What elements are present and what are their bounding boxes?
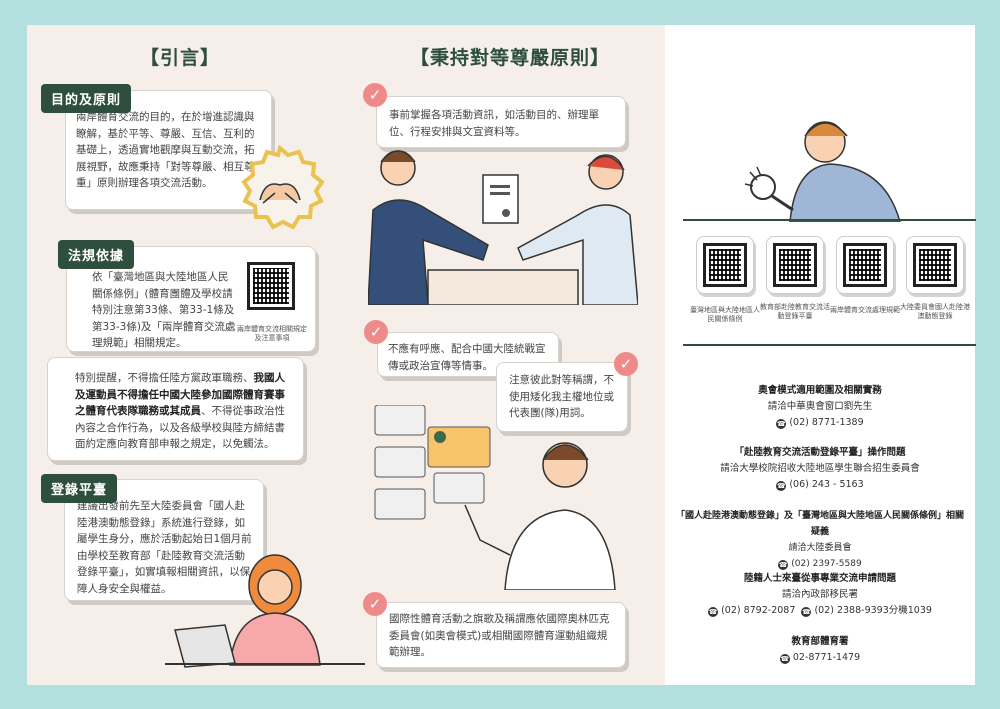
point4-card: 國際性體育活動之旗歌及稱謂應依國際奧林匹克委員會(如奧會模式)或相關國際體育運動…: [376, 602, 626, 668]
magnifier-illustration: [744, 121, 901, 222]
contact-phones[interactable]: ☎(02) 8792-2087 ☎(02) 2388-9393分機1039: [708, 605, 932, 617]
qr-caption-2: 教育部赴陸教育交流活動登錄平臺: [760, 303, 830, 320]
handshake-illustration: [368, 150, 638, 305]
intro-heading: 【引言】: [140, 47, 221, 69]
purpose-tag: 目的及原則: [41, 84, 132, 113]
qr-code[interactable]: [773, 243, 817, 287]
qr-caption-4: 大陸委員會國人赴陸港澳動態登錄: [900, 303, 970, 320]
qr-card-1[interactable]: [696, 236, 754, 294]
contact-block-4: 陸籍人士來臺從事專業交流申請問題 請洽內政部移民署 ☎(02) 8792-208…: [680, 571, 960, 619]
qr-code[interactable]: [913, 243, 957, 287]
woman-laptop-illustration: [165, 554, 365, 668]
contact-phone[interactable]: ☎(02) 2397-5589: [778, 559, 862, 570]
regulation-text: 依「臺灣地區與大陸地區人民關係條例」(體育團體及學校請特別注意第33條、第33-…: [92, 271, 236, 349]
contact-phone[interactable]: ☎(02) 8771-1389: [776, 417, 864, 429]
contact-title: 陸籍人士來臺從事專業交流申請問題: [743, 573, 896, 584]
phone-icon: ☎: [778, 560, 789, 570]
contact-block-1: 奧會模式適用範圍及相關實務 請洽中華奧會窗口劉先生 ☎(02) 8771-138…: [680, 383, 960, 431]
handshake-seal-illustration: [241, 145, 325, 230]
reminder-text-pre: 特別提醒，不得擔任陸方黨政軍職務、: [75, 372, 254, 384]
point2-text: 不應有呼應、配合中國大陸統戰宣傳或政治宣傳等情事。: [388, 343, 546, 372]
contact-org: 請洽中華奧會窗口劉先生: [767, 401, 873, 412]
check-icon: ✓: [363, 83, 387, 107]
contact-org: 請洽內政部移民署: [781, 589, 858, 600]
contact-phone[interactable]: ☎(06) 243 - 5163: [776, 479, 864, 491]
point3-text: 注意彼此對等稱謂，不使用矮化我主權地位或代表團(隊)用詞。: [509, 374, 614, 419]
point2-card: 不應有呼應、配合中國大陸統戰宣傳或政治宣傳等情事。: [377, 332, 559, 377]
purpose-text: 兩岸體育交流的目的，在於增進認識與瞭解，基於平等、尊嚴、互信、互利的基礎上，透過…: [76, 111, 255, 189]
contact-title: 奧會模式適用範圍及相關實務: [758, 385, 882, 396]
reminder-text-bold: 我國人及運動員不得擔任中國大陸參加國際體育賽事之體育代表隊職務或其成員: [75, 372, 285, 417]
contact-title: 「國人赴陸港澳動態登錄」及「臺灣地區與大陸地區人民關係條例」相關疑義: [675, 511, 964, 537]
contact-block-3: 「國人赴陸港澳動態登錄」及「臺灣地區與大陸地區人民關係條例」相關疑義 請洽大陸委…: [672, 508, 968, 572]
check-icon: ✓: [363, 592, 387, 616]
qr-code[interactable]: [843, 243, 887, 287]
phone-icon: ☎: [801, 607, 812, 617]
reminder-text-post: 、不得從事政治性內容之合作行為，以及各級學校與陸方締結書面約定應向教育部申報之規…: [75, 405, 285, 450]
man-choosing-illustration: [374, 405, 616, 590]
contact-title: 教育部體育署: [791, 636, 849, 647]
regulation-qr-caption: 兩岸體育交流相關規定及注意事項: [237, 325, 307, 342]
point4-text: 國際性體育活動之旗歌及稱謂應依國際奧林匹克委員會(如奧會模式)或相關國際體育運動…: [389, 613, 610, 658]
check-icon: ✓: [364, 320, 388, 344]
reminder-card: 特別提醒，不得擔任陸方黨政軍職務、我國人及運動員不得擔任中國大陸參加國際體育賽事…: [47, 357, 304, 461]
point3-card: 注意彼此對等稱謂，不使用矮化我主權地位或代表團(隊)用詞。: [496, 362, 628, 432]
point1-text: 事前掌握各項活動資訊，如活動目的、辦理單位、行程安排與文宣資料等。: [389, 109, 599, 138]
principle-heading: 【秉持對等尊嚴原則】: [410, 47, 611, 69]
registration-tag: 登錄平臺: [41, 474, 118, 503]
registration-text: 建議出發前先至大陸委員會「國人赴陸港澳動態登錄」系統進行登錄，如屬學生身分，應於…: [77, 500, 252, 595]
check-icon: ✓: [614, 352, 638, 376]
divider: [683, 344, 976, 346]
qr-caption-3: 兩岸體育交流處理規範: [830, 306, 900, 314]
phone-icon: ☎: [708, 607, 719, 617]
contact-block-2: 「赴陸教育交流活動登錄平臺」操作問題 請洽大學校院招收大陸地區學生聯合招生委員會…: [680, 445, 960, 493]
qr-code[interactable]: [247, 262, 295, 310]
registration-card: 建議出發前先至大陸委員會「國人赴陸港澳動態登錄」系統進行登錄，如屬學生身分，應於…: [64, 479, 264, 601]
point1-card: 事前掌握各項活動資訊，如活動目的、辦理單位、行程安排與文宣資料等。: [376, 96, 626, 148]
qr-caption-1: 臺灣地區與大陸地區人民關係條例: [690, 306, 760, 323]
contact-org: 請洽大陸委員會: [788, 543, 852, 553]
contact-org: 請洽大學校院招收大陸地區學生聯合招生委員會: [720, 463, 920, 474]
phone-icon: ☎: [776, 481, 787, 491]
phone-icon: ☎: [779, 654, 790, 664]
qr-code[interactable]: [703, 243, 747, 287]
contact-title: 「赴陸教育交流活動登錄平臺」操作問題: [734, 447, 906, 458]
phone-icon: ☎: [776, 419, 787, 429]
contact-block-5: 教育部體育署 ☎02-8771-1479: [680, 634, 960, 666]
regulation-tag: 法規依據: [58, 240, 135, 269]
contact-phone[interactable]: ☎02-8771-1479: [779, 652, 861, 664]
divider: [683, 219, 976, 221]
